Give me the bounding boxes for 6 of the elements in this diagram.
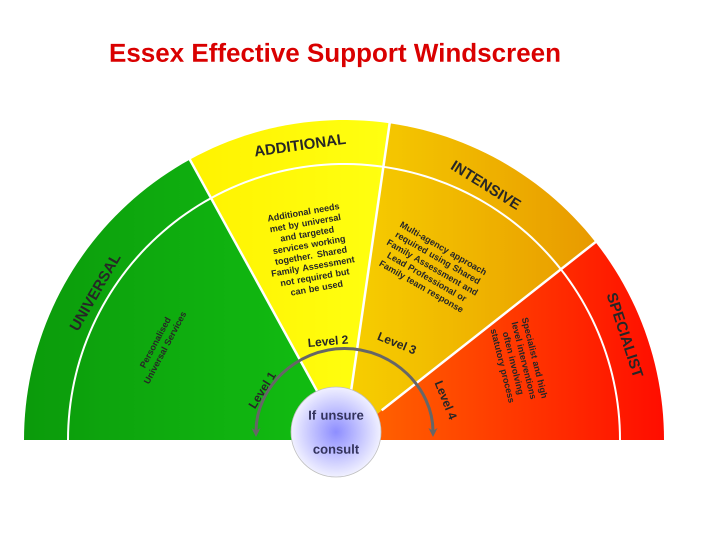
body-text: Additional needs met by universal and targeted services working together. Shared Family Assessment not required but can be used xyxy=(268,203,355,296)
level-label: Level 4 xyxy=(434,380,457,420)
level-label: Level 3 xyxy=(377,332,416,354)
title: Essex Effective Support Windscreen xyxy=(110,42,560,68)
level-label: Level 2 xyxy=(308,335,348,347)
heading-text: ADDITIONAL xyxy=(255,134,346,156)
